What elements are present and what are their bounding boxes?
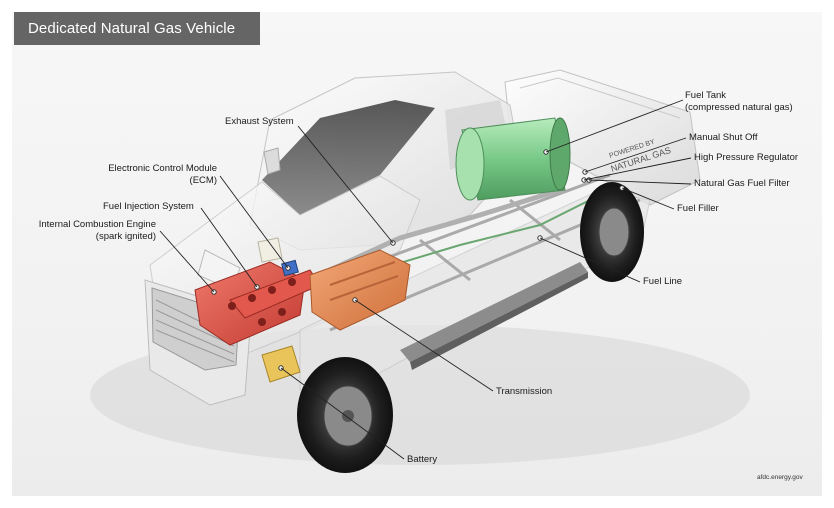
- rear-wheel: [580, 182, 644, 282]
- leader-fuel-filter: [588, 179, 692, 185]
- leader-exhaust: [297, 125, 394, 244]
- leader-transmission: [354, 299, 494, 392]
- leader-battery: [280, 367, 405, 460]
- source-credit: afdc.energy.gov: [757, 474, 803, 481]
- label-battery: Battery: [407, 454, 438, 465]
- fuel-tank-cylinder: [455, 117, 571, 201]
- label-fuel-tank-line2: (compressed natural gas): [685, 102, 793, 113]
- windshield: [262, 100, 435, 215]
- label-high-pressure-regulator: High Pressure Regulator: [694, 152, 799, 163]
- grille: [151, 287, 239, 371]
- label-ice-line2: (spark ignited): [95, 231, 156, 242]
- exhaust-pipe: [327, 187, 563, 273]
- label-fuel-tank-line1: Fuel Tank: [685, 90, 727, 101]
- label-transmission: Transmission: [496, 386, 553, 397]
- label-internal-combustion-engine: Internal Combustion Engine (spark ignite…: [30, 219, 156, 243]
- bed-rail: [519, 77, 681, 119]
- label-manual-shut-off: Manual Shut Off: [689, 132, 758, 143]
- running-board: [400, 262, 588, 362]
- label-fuel-tank: Fuel Tank (compressed natural gas): [685, 90, 793, 114]
- label-fuel-injection-system: Fuel Injection System: [103, 201, 194, 212]
- leader-fuel-tank: [545, 99, 684, 153]
- label-fuel-line: Fuel Line: [643, 276, 683, 287]
- leader-manual-shut-off: [584, 137, 687, 173]
- ground-shadow: [90, 325, 750, 465]
- label-ecm-line2: (ECM): [189, 175, 217, 186]
- transmission-unit: [309, 249, 411, 331]
- label-natural-gas-fuel-filter: Natural Gas Fuel Filter: [694, 178, 790, 189]
- label-ecm: Electronic Control Module (ECM): [95, 163, 217, 187]
- label-ecm-line1: Electronic Control Module: [108, 163, 217, 174]
- leader-lines: [159, 99, 692, 460]
- leader-regulator: [583, 157, 692, 181]
- label-exhaust-system: Exhaust System: [225, 116, 294, 127]
- label-ice-line1: Internal Combustion Engine: [38, 219, 156, 230]
- coolant-reservoir: [257, 237, 283, 263]
- leader-fuel-filler: [621, 187, 675, 210]
- battery-unit: [261, 345, 301, 383]
- leader-ecm: [219, 175, 289, 269]
- leader-fuel-line: [539, 237, 641, 283]
- label-fuel-filler: Fuel Filler: [677, 203, 719, 214]
- side-mirror: [263, 147, 281, 175]
- leader-engine: [159, 230, 215, 293]
- running-board-edge: [410, 272, 588, 370]
- internal-combustion-engine: [194, 261, 321, 346]
- leader-fuel-injection: [200, 207, 258, 288]
- figure-title: Dedicated Natural Gas Vehicle: [14, 12, 260, 45]
